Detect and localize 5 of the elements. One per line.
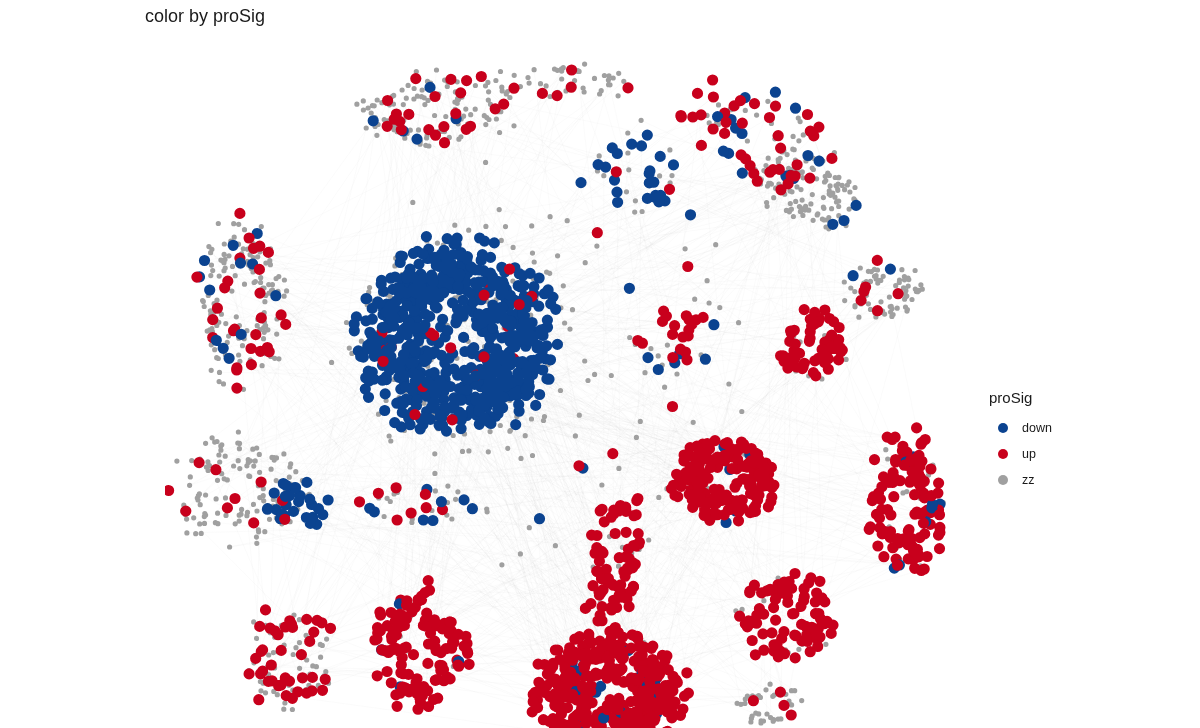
chart-title: color by proSig	[145, 5, 266, 27]
legend-title: proSig	[989, 389, 1034, 407]
legend-label: down	[1022, 420, 1052, 436]
legend-label: zz	[1022, 472, 1035, 488]
legend-label: up	[1022, 446, 1036, 462]
